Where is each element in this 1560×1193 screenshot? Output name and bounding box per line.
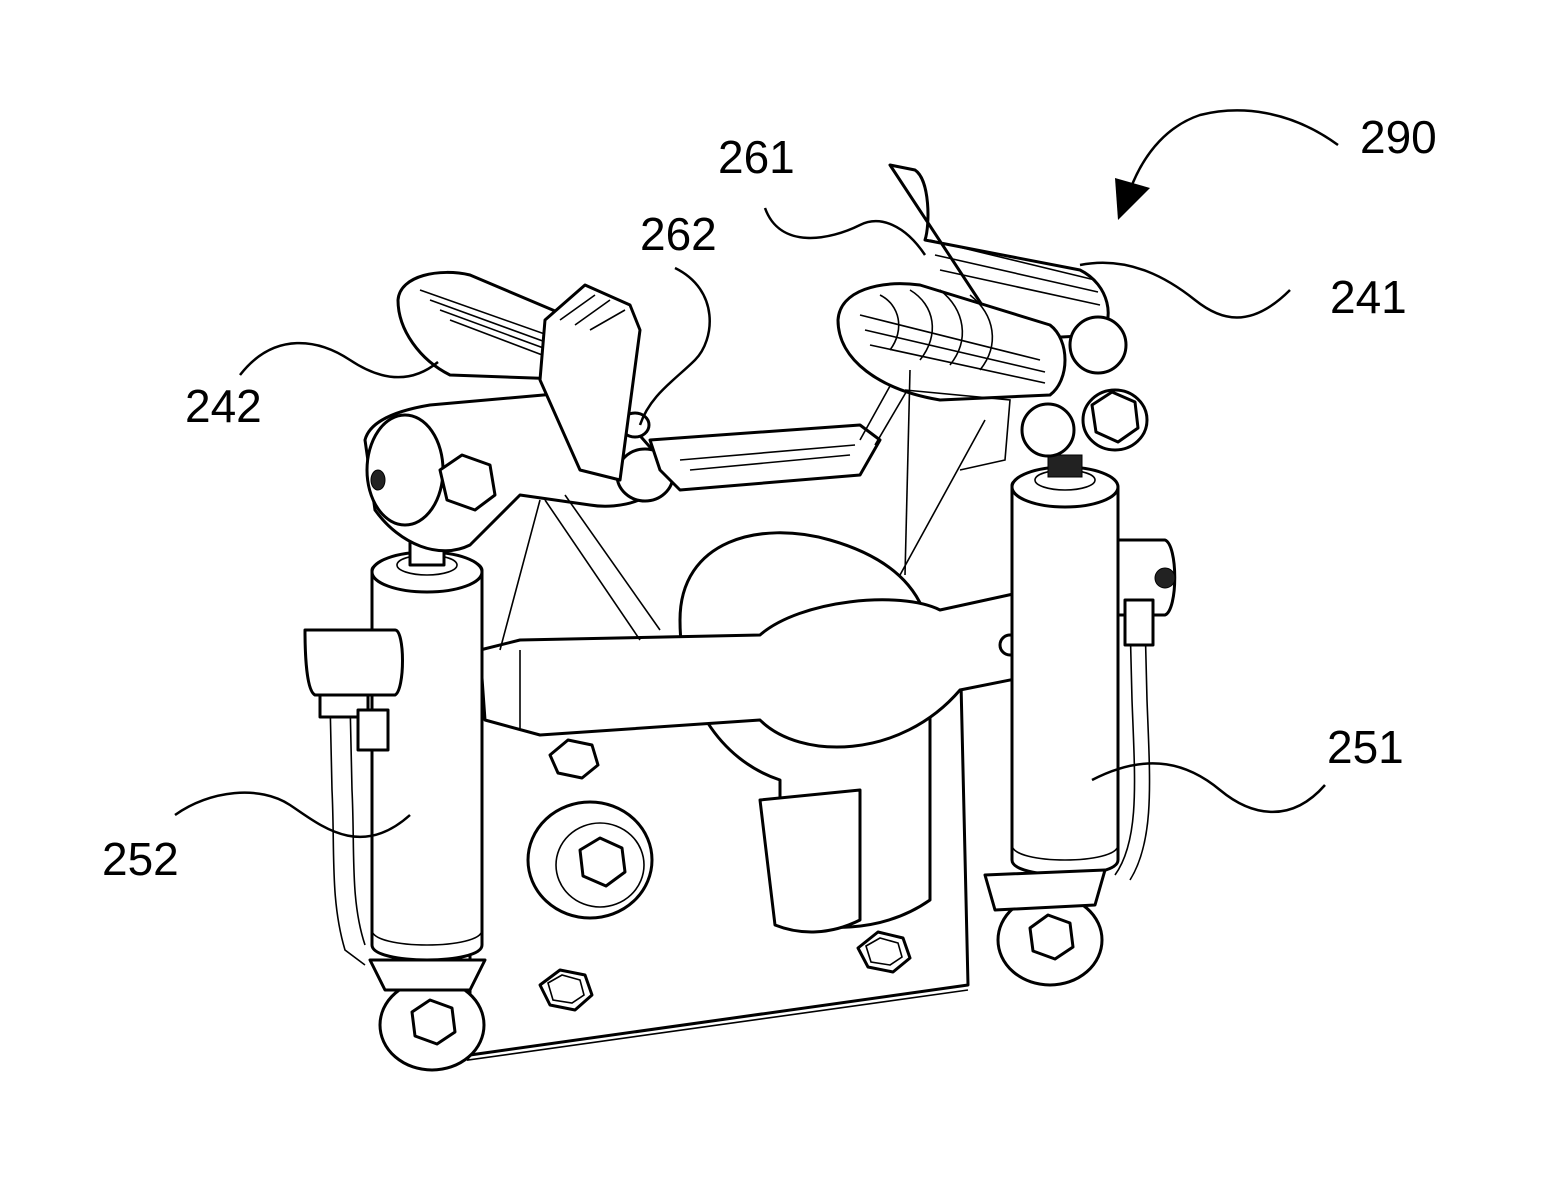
label-262: 262	[640, 208, 717, 260]
leader-290-arrow	[1130, 110, 1338, 190]
cylinder-left	[305, 535, 485, 1070]
label-252: 252	[102, 833, 179, 885]
cylinder-right	[985, 455, 1175, 985]
arrowhead-290	[1115, 178, 1150, 220]
leader-251	[1092, 763, 1325, 812]
leader-241	[1080, 263, 1290, 318]
assembly-drawing	[305, 165, 1175, 1070]
label-241: 241	[1330, 271, 1407, 323]
label-251: 251	[1327, 721, 1404, 773]
label-261: 261	[718, 131, 795, 183]
label-290: 290	[1360, 111, 1437, 163]
leader-242	[240, 343, 438, 377]
support-struts	[500, 495, 660, 650]
leader-261	[765, 208, 925, 255]
hub-bolt	[528, 802, 652, 918]
label-242: 242	[185, 380, 262, 432]
leader-262	[640, 268, 710, 425]
